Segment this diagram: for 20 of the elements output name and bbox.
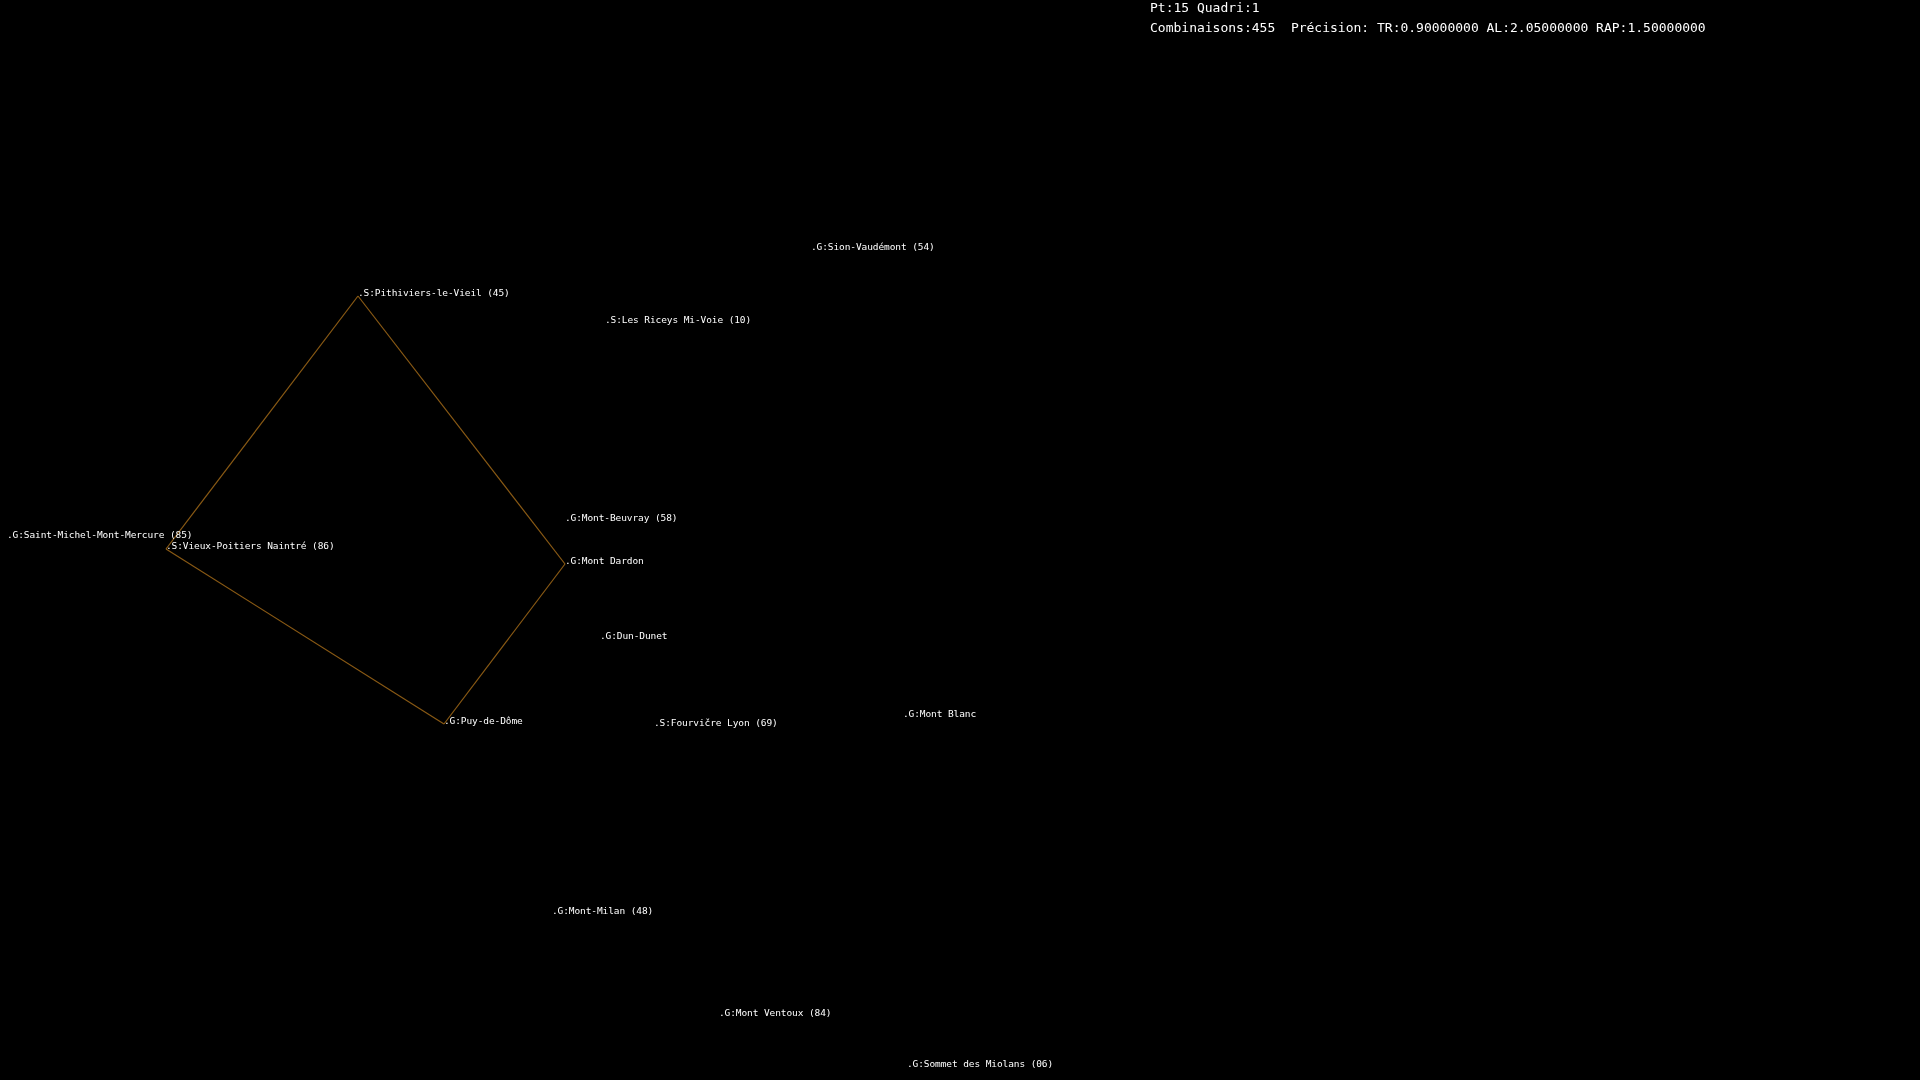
- connecting-line: [357, 295, 566, 565]
- place-label: .S:Fourvičre Lyon (69): [654, 717, 778, 728]
- place-label: .G:Mont Ventoux (84): [719, 1007, 832, 1018]
- place-label: .G:Mont-Beuvray (58): [565, 512, 678, 523]
- place-label: .G:Saint-Michel-Mont-Mercure (85): [7, 529, 193, 540]
- place-label: .G:Mont Dardon: [565, 555, 644, 566]
- connecting-line: [165, 548, 445, 725]
- place-label: .G:Mont-Milan (48): [552, 905, 654, 916]
- place-label: .S:Pithiviers-le-Vieil (45): [358, 287, 510, 298]
- place-label: .G:Mont Blanc: [903, 708, 977, 719]
- place-label: .S:Les Riceys Mi-Voie (10): [605, 314, 752, 325]
- place-label: .G:Puy-de-Dôme: [444, 715, 523, 726]
- place-label: .G:Dun-Dunet: [600, 630, 668, 641]
- place-label: .S:Vieux-Poitiers Naintré (86): [166, 540, 335, 551]
- place-label: .G:Sion-Vaudémont (54): [811, 241, 935, 252]
- place-label: .G:Sommet des Miolans (06): [907, 1058, 1054, 1069]
- status-text: Pt:15 Quadri:1: [1150, 0, 1260, 16]
- connecting-line: [443, 563, 566, 725]
- status-text: Combinaisons:455 Précision: TR:0.90000000 AL:2.05000000 RAP:1.50000000: [1150, 20, 1706, 36]
- connecting-line: [165, 295, 359, 550]
